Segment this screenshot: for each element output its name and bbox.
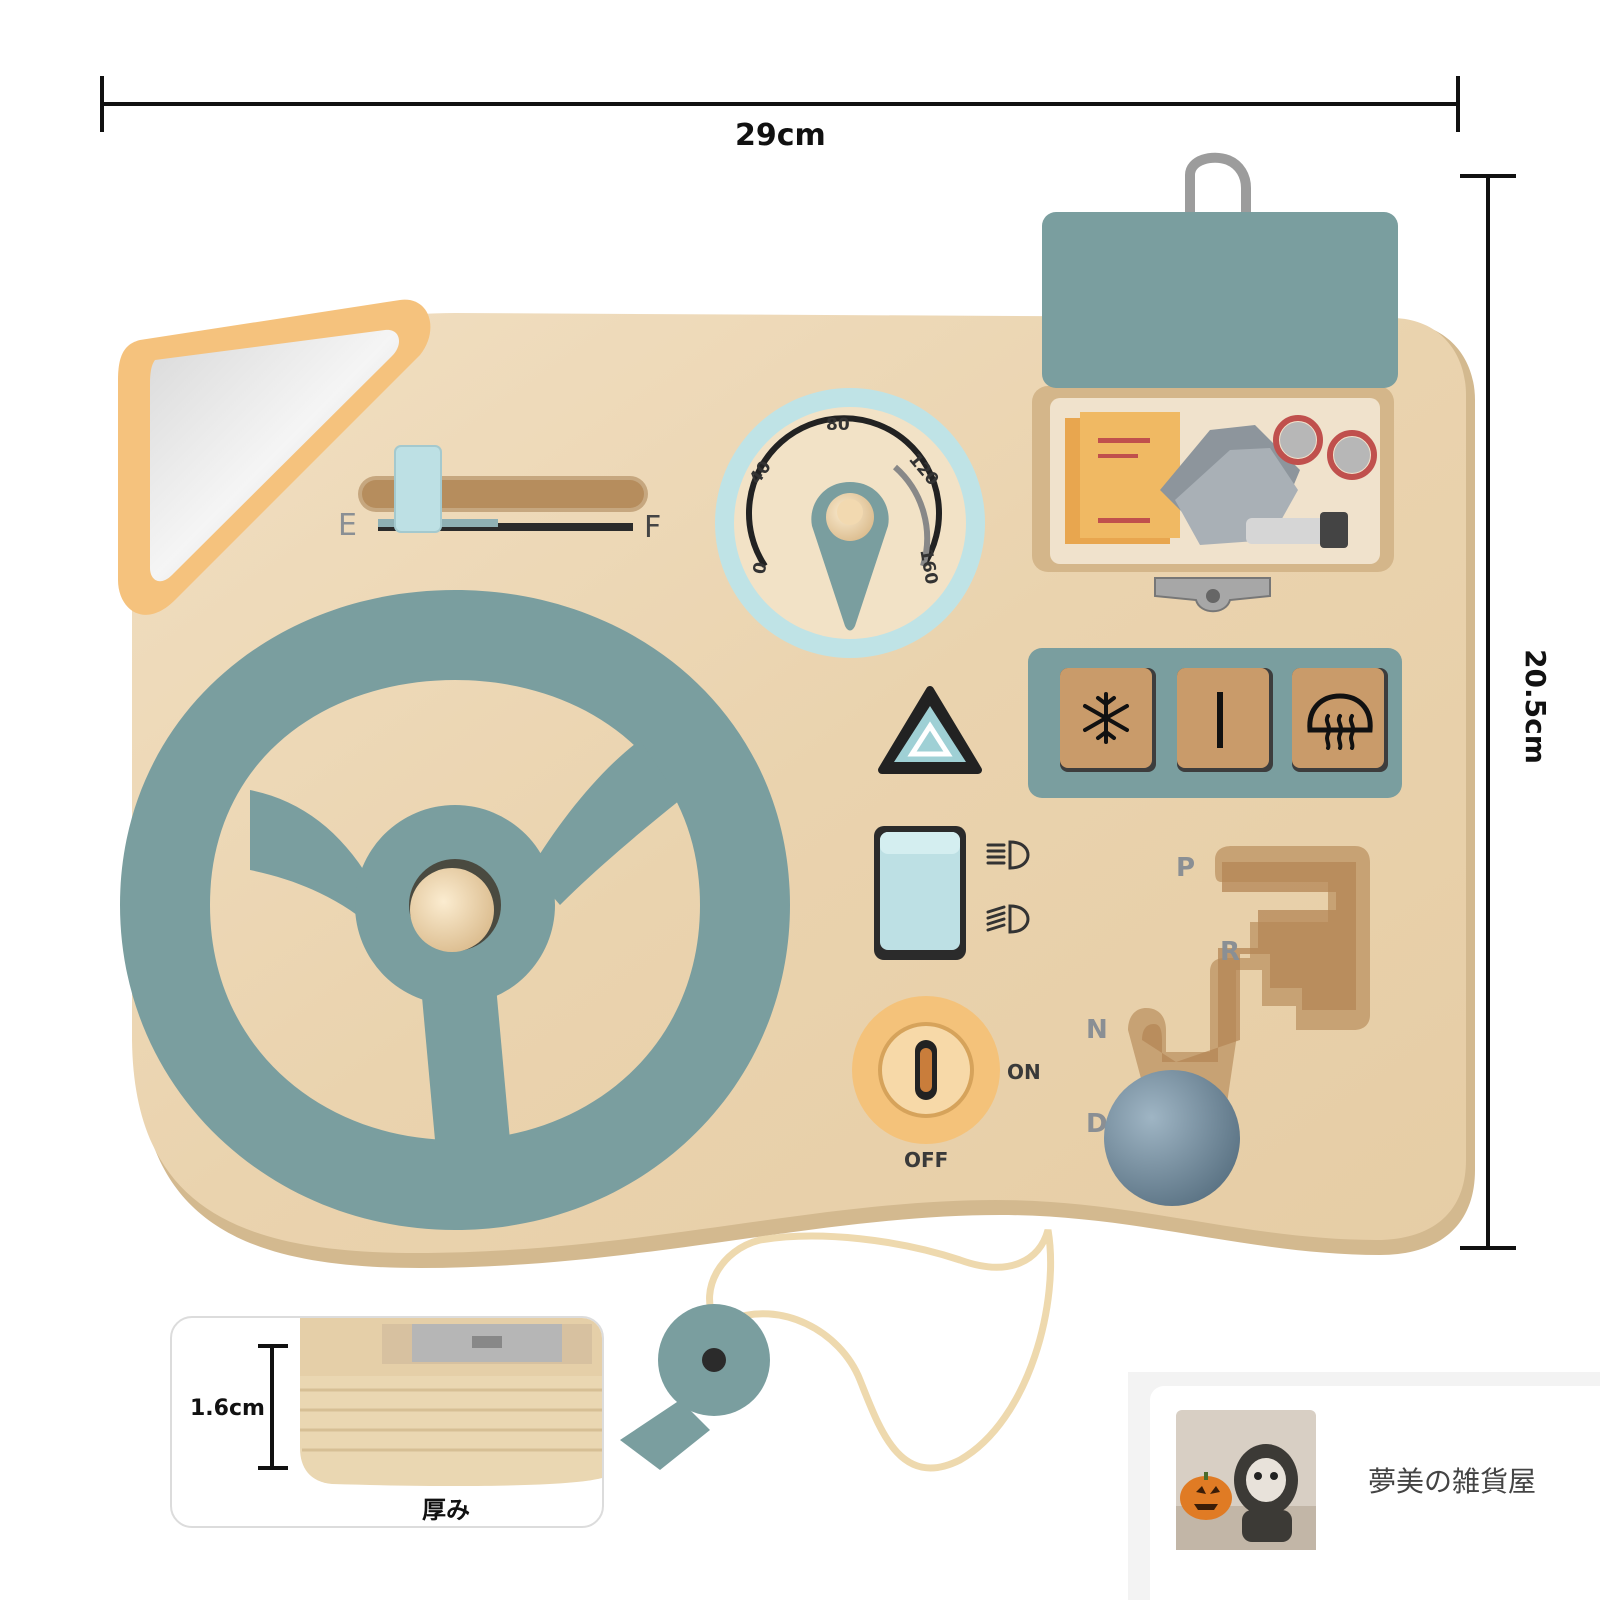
- gear-shift[interactable]: P R N D: [1086, 846, 1370, 1206]
- gear-label-r: R: [1220, 937, 1240, 967]
- gear-label-p: P: [1176, 853, 1195, 883]
- snowflake-icon: [1083, 692, 1129, 744]
- gear-label-d: D: [1086, 1109, 1108, 1139]
- rear-defrost-icon: [1307, 693, 1373, 750]
- fuel-empty-label: E: [338, 508, 357, 543]
- mirror[interactable]: [118, 299, 431, 615]
- ignition[interactable]: [852, 996, 1000, 1144]
- speed-tick-0: 0: [750, 560, 772, 575]
- thickness-inset: 1.6cm 厚み: [170, 1316, 604, 1528]
- gear-knob: [1104, 1070, 1240, 1206]
- glove-box[interactable]: [1032, 386, 1394, 613]
- high-beam-icon: [986, 840, 1030, 870]
- fuel-full-label: F: [644, 510, 662, 545]
- thickness-label: 1.6cm: [190, 1396, 265, 1421]
- speedometer[interactable]: 0 40 80 120 160: [715, 388, 985, 658]
- height-dimension: [1460, 174, 1520, 1254]
- glove-box-lid[interactable]: [1042, 152, 1398, 388]
- low-beam-icon: [986, 904, 1030, 934]
- steering-wheel[interactable]: [120, 590, 790, 1230]
- width-dimension: [100, 76, 1460, 136]
- hazard-button[interactable]: [878, 686, 982, 774]
- shop-name[interactable]: 夢美の雑貨屋: [1368, 1465, 1537, 1498]
- speed-tick-80: 80: [826, 415, 850, 435]
- ignition-on-label: ON: [1007, 1060, 1041, 1084]
- shop-avatar[interactable]: [1176, 1410, 1316, 1550]
- headlight-switch[interactable]: [874, 826, 966, 960]
- thickness-caption: 厚み: [422, 1496, 470, 1524]
- gear-label-n: N: [1086, 1015, 1108, 1045]
- fuel-gauge[interactable]: [358, 445, 648, 533]
- shop-badge[interactable]: 夢美の雑貨屋: [1128, 1372, 1600, 1600]
- width-label: 29cm: [735, 118, 826, 153]
- ignition-off-label: OFF: [904, 1148, 949, 1172]
- ignition-key[interactable]: [620, 1228, 1054, 1472]
- line-icon: [1217, 692, 1223, 748]
